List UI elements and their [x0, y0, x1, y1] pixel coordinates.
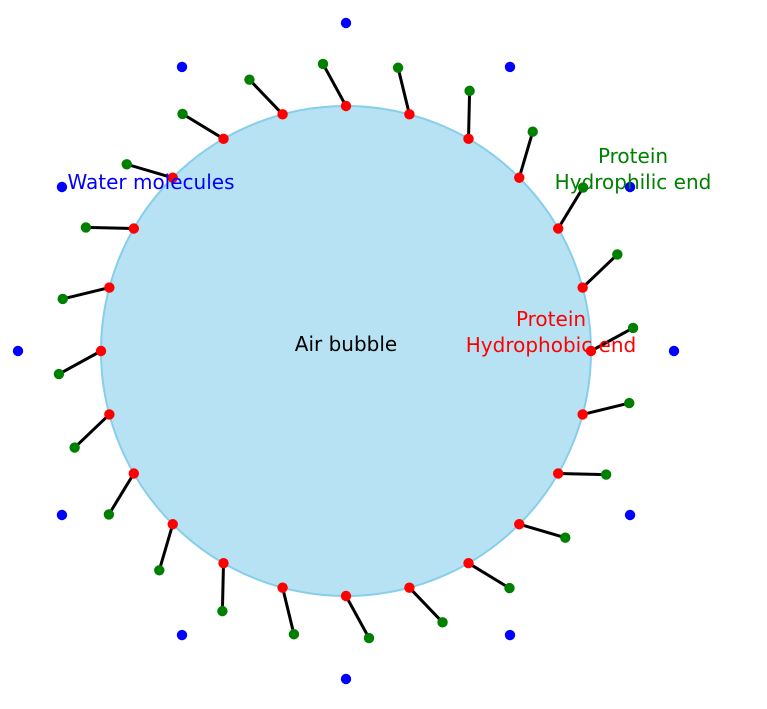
protein-bond	[590, 326, 634, 353]
hydrophilic-end	[317, 58, 329, 70]
hydrophobic-end	[340, 590, 352, 602]
protein-bond	[408, 586, 444, 624]
hydrophilic-end	[217, 605, 228, 617]
hydrophobic-end	[463, 557, 474, 569]
hydrophobic-end	[277, 109, 288, 120]
hydrophilic-end	[177, 108, 188, 120]
hydrophobic-end	[514, 172, 525, 183]
hydrophilic-end	[624, 397, 635, 409]
hydrophobic-end	[95, 345, 107, 357]
hydrophilic-end	[504, 582, 515, 594]
hydrophilic-end	[437, 617, 448, 628]
hydrophilic-end	[600, 469, 612, 480]
hydrophobic-end	[218, 557, 229, 569]
protein-bond	[181, 112, 225, 141]
air-bubble-label: Air bubble	[295, 332, 397, 356]
protein-bond	[556, 186, 585, 230]
protein-bond	[85, 225, 134, 230]
water-molecule	[176, 629, 188, 641]
hydrophobic-end	[340, 100, 352, 112]
protein-bond	[582, 401, 630, 416]
hydrophobic-end	[128, 223, 140, 234]
hydrophilic-end	[612, 249, 623, 260]
water-molecule	[624, 181, 636, 193]
water-molecule	[12, 345, 24, 357]
protein-bond	[518, 522, 566, 540]
hydrophobic-end	[277, 582, 288, 593]
hydrophobic-label-line1: Protein	[516, 307, 586, 331]
hydrophilic-end	[627, 322, 639, 334]
protein-bond	[58, 349, 102, 376]
protein-bond	[220, 563, 225, 612]
protein-bond	[344, 595, 371, 639]
water-molecule	[504, 61, 516, 73]
hydrophilic-end	[288, 629, 300, 640]
protein-bond	[126, 162, 174, 180]
water-molecule	[56, 509, 68, 521]
protein-bond	[248, 78, 284, 116]
hydrophilic-end	[464, 85, 475, 97]
water-molecule	[56, 181, 68, 193]
hydrophobic-end	[167, 519, 178, 530]
protein-bond	[396, 67, 411, 115]
protein-bond	[467, 90, 472, 139]
hydrophilic-end	[69, 442, 80, 453]
protein-bond	[517, 131, 535, 179]
hydrophilic-end	[244, 74, 255, 85]
hydrophilic-end	[527, 126, 538, 137]
protein-bond	[62, 286, 110, 301]
hydrophobic-end	[552, 468, 564, 479]
hydrophilic-end	[154, 565, 165, 576]
hydrophilic-end	[103, 509, 115, 520]
water-molecule	[176, 61, 188, 73]
hydrophobic-end	[577, 409, 588, 420]
hydrophilic-end	[121, 159, 132, 170]
protein-bond	[157, 523, 175, 571]
hydrophobic-end	[577, 282, 588, 293]
water-layer	[12, 17, 680, 685]
hydrophobic-end	[404, 109, 415, 120]
protein-bond	[581, 253, 619, 289]
water-molecule	[340, 673, 352, 685]
hydrophobic-end	[104, 282, 115, 293]
hydrophobic-end	[404, 582, 415, 593]
water-molecule	[340, 17, 352, 29]
hydrophobic-end	[104, 409, 115, 420]
hydrophilic-end	[57, 293, 68, 305]
water-molecule	[668, 345, 680, 357]
protein-layer	[53, 58, 639, 644]
hydrophobic-end	[585, 345, 597, 357]
hydrophilic-label-line1: Protein	[598, 144, 668, 168]
protein-bond	[467, 561, 511, 590]
hydrophobic-label-line2: Hydrophobic end	[466, 333, 636, 357]
protein-bond	[321, 63, 348, 107]
water-molecule	[624, 509, 636, 521]
hydrophilic-end	[80, 222, 92, 233]
hydrophilic-end	[392, 62, 404, 73]
hydrophobic-end	[167, 172, 178, 183]
hydrophobic-end	[128, 468, 140, 479]
hydrophobic-end	[218, 133, 229, 145]
water-molecules-label: Water molecules	[67, 170, 234, 194]
hydrophilic-end	[560, 532, 571, 543]
protein-bond	[281, 587, 296, 635]
protein-bond	[107, 472, 136, 516]
hydrophilic-end	[577, 182, 589, 193]
hydrophilic-end	[53, 368, 65, 380]
hydrophobic-end	[552, 223, 564, 234]
protein-bond	[558, 472, 607, 477]
water-molecule	[504, 629, 516, 641]
hydrophilic-label-line2: Hydrophilic end	[555, 170, 712, 194]
protein-bond	[73, 413, 111, 449]
hydrophobic-end	[463, 133, 474, 145]
hydrophobic-end	[514, 519, 525, 530]
hydrophilic-end	[363, 632, 375, 644]
